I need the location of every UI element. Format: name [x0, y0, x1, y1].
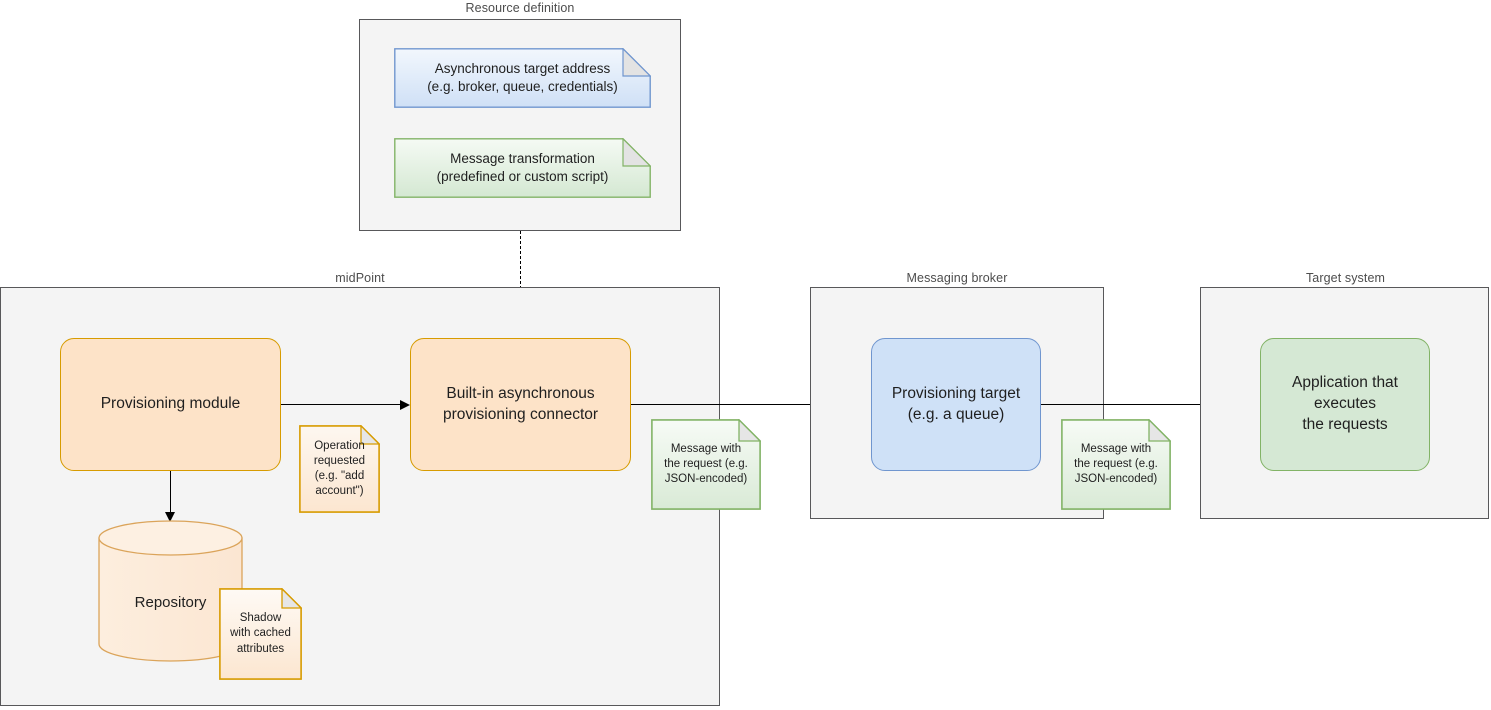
node-label-provisioning-module: Provisioning module: [100, 395, 241, 413]
note-message-request-2: Message with the request (e.g. JSON-enco…: [1061, 419, 1171, 510]
node-line-2: executes: [1313, 395, 1377, 413]
note-text-message-transformation: Message transformation (predefined or cu…: [394, 147, 651, 189]
node-line-2: (e.g. a queue): [907, 405, 1005, 423]
node-line-3: the requests: [1302, 415, 1388, 433]
note-line-2: (predefined or custom script): [436, 169, 609, 184]
note-operation-requested: Operation requested (e.g. "add account"): [299, 425, 380, 513]
edge-connector-to-target: [631, 404, 871, 406]
note-text-message-request-1: Message with the request (e.g. JSON-enco…: [651, 439, 761, 491]
note-shape-green-1: [651, 419, 761, 510]
note-line-1: Asynchronous target address: [434, 61, 611, 77]
node-repository[interactable]: [98, 520, 243, 662]
edge-target-to-application: [1041, 404, 1260, 406]
edge-module-to-repository: [170, 471, 172, 513]
note-line-3: JSON-encoded): [664, 473, 748, 486]
node-line-1: Provisioning target: [891, 384, 1021, 402]
node-provisioning-target[interactable]: Provisioning target (e.g. a queue): [871, 338, 1041, 471]
note-line-1: Message with: [1080, 442, 1152, 455]
container-label-messaging-broker: Messaging broker: [906, 271, 1008, 285]
note-shape-green: [394, 138, 651, 198]
note-line-2: the request (e.g.: [664, 457, 748, 470]
edge-module-to-connector: [281, 404, 401, 406]
note-line-1: Operation: [314, 439, 365, 452]
note-text-message-request-2: Message with the request (e.g. JSON-enco…: [1061, 439, 1171, 491]
note-line-3: JSON-encoded): [1074, 473, 1158, 486]
node-label-provisioning-target: Provisioning target (e.g. a queue): [892, 384, 1020, 426]
note-line-2: requested: [313, 454, 366, 467]
note-shape-orange-2: [219, 588, 302, 680]
note-line-3: (e.g. "add: [314, 470, 365, 482]
node-label-application: Application that executes the requests: [1292, 373, 1398, 435]
note-line-1: Message with: [670, 442, 742, 455]
container-label-target-system: Target system: [1305, 271, 1386, 285]
dashed-connector-resource-to-connector: [520, 231, 521, 339]
note-line-2: with cached: [230, 627, 291, 640]
note-shape-blue: [394, 48, 651, 108]
arrowhead-module-to-connector: [400, 399, 410, 410]
note-text-operation-requested: Operation requested (e.g. "add account"): [299, 436, 380, 503]
node-line-1: Built-in asynchronous: [446, 384, 595, 402]
node-line-2: provisioning connector: [442, 405, 599, 423]
node-async-provisioning-connector[interactable]: Built-in asynchronous provisioning conne…: [410, 338, 631, 471]
note-line-1: Message transformation: [450, 151, 595, 167]
note-shape-green-2: [1061, 419, 1171, 510]
note-line-4: account"): [315, 485, 364, 498]
note-text-shadow-cached: Shadow with cached attributes: [219, 608, 302, 660]
note-async-target-address: Asynchronous target address (e.g. broker…: [394, 48, 651, 108]
note-line-3: attributes: [236, 642, 285, 655]
note-line-2: (e.g. broker, queue, credentials): [427, 79, 618, 94]
node-label-async-connector: Built-in asynchronous provisioning conne…: [443, 384, 598, 426]
node-application[interactable]: Application that executes the requests: [1260, 338, 1430, 471]
note-line-1: Shadow: [239, 612, 282, 625]
node-label-repository: Repository: [134, 594, 207, 611]
container-label-resource-definition: Resource definition: [465, 1, 575, 15]
arrowhead-module-to-repository: [165, 512, 175, 522]
note-shadow-cached-attributes: Shadow with cached attributes: [219, 588, 302, 680]
note-shape-orange-1: [299, 425, 380, 513]
note-text-async-target-address: Asynchronous target address (e.g. broker…: [394, 57, 651, 99]
node-line-1: Application that: [1292, 374, 1398, 392]
container-label-midpoint: midPoint: [335, 271, 385, 285]
node-provisioning-module[interactable]: Provisioning module: [60, 338, 281, 471]
note-line-2: the request (e.g.: [1074, 457, 1158, 470]
note-message-transformation: Message transformation (predefined or cu…: [394, 138, 651, 198]
note-message-request-1: Message with the request (e.g. JSON-enco…: [651, 419, 761, 510]
